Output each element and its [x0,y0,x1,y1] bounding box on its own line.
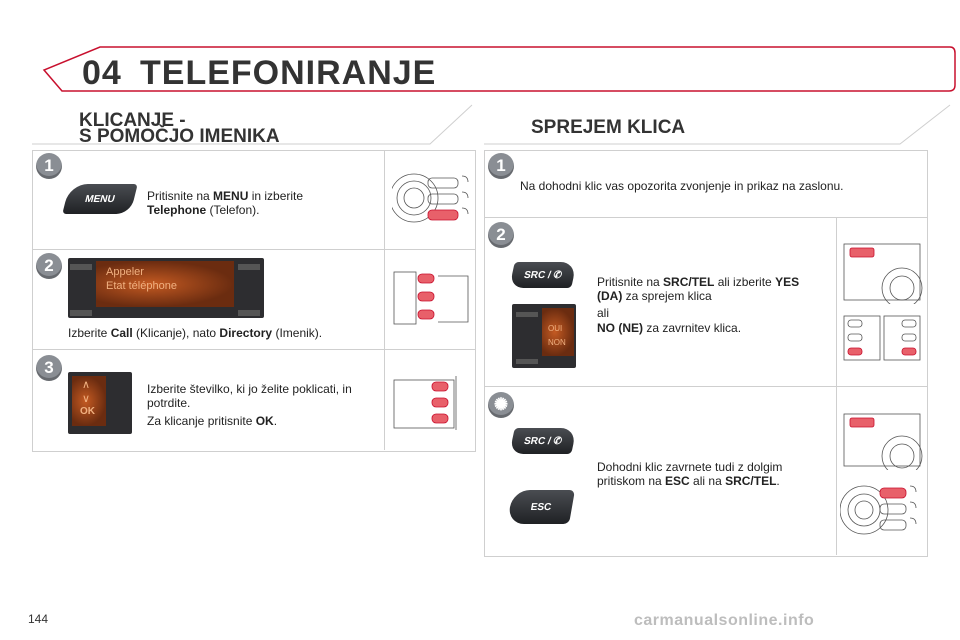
right-divider-1 [484,217,927,218]
screen-right-buttons [238,264,260,316]
right-heading-frame [484,104,951,145]
src-tel-button-2: SRC / ✆ [509,428,577,454]
radio-dial-illustration [392,173,469,223]
right-image-column [836,217,837,555]
left-divider-2 [32,349,475,350]
screen-line-2: Etat téléphone [106,280,177,292]
ok-label: OK [80,406,95,417]
screen-left-buttons [70,264,92,316]
left-step-1-badge: 1 [36,153,62,179]
esc-panel-illustration [840,485,917,535]
esc-button: ESC [507,490,575,524]
accept-panel-illustration [843,315,921,361]
ok-display-area [72,376,106,426]
right-divider-2 [484,386,927,387]
steering-control-illustration-2 [843,413,923,470]
src-tel-button: SRC / ✆ [509,262,577,288]
left-section-title-2: S POMOČJO IMENIKA [79,126,280,147]
right-section-title: SPREJEM KLICA [531,117,686,138]
left-step-2-badge: 2 [36,253,62,279]
menu-button: MENU [62,184,138,214]
ok-panel-illustration [393,376,457,430]
arrow-up-icon: ∧ [82,379,91,391]
call-display: OUI NON [512,304,576,368]
steering-control-illustration [843,243,923,304]
left-divider-1 [32,249,475,250]
page-number: 144 [28,612,49,626]
display-screen: Appeler Etat téléphone [68,258,264,318]
arrow-down-icon: ∨ [82,393,91,405]
left-step-3-badge: 3 [36,355,62,381]
right-step-2-text-2: NO (NE) za zavrnitev klica. [597,321,742,335]
watermark: carmanualsonline.info [634,612,815,629]
yes-label: OUI [548,324,563,333]
panel-buttons-illustration [393,271,469,325]
page-title: TELEFONIRANJE [140,54,437,92]
right-step-2-badge: 2 [488,222,514,248]
right-step-1-text: Na dohodni klic vas opozorita zvonjenje … [520,179,844,193]
left-image-column [384,150,385,450]
left-step-3-text-2: Za klicanje pritisnite OK. [147,414,278,428]
left-step-1-text: Pritisnite na MENU in izberite Telephone… [147,189,304,217]
screen-line-1: Appeler [106,266,144,278]
display-screen-area [96,261,234,307]
left-step-2-text: Izberite Call (Klicanje), nato Directory… [68,326,323,340]
chapter-number: 04 [82,54,122,92]
call-display-buttons [516,312,538,364]
header-frame [42,46,956,92]
right-step-2-or: ali [597,306,610,320]
right-tip-text: Dohodni klic zavrnete tudi z dolgim prit… [597,460,783,488]
right-step-2-text: Pritisnite na SRC/TEL ali izberite YES (… [597,275,800,303]
ok-display: ∧ ∨ OK [68,372,132,434]
sun-light-icon: ✺ [488,392,514,418]
left-section-title-1: KLICANJE - [79,110,186,131]
no-label: NON [548,338,566,347]
left-heading-frame [32,104,473,145]
left-step-3-text-1: Izberite številko, ki jo želite poklicat… [147,382,352,410]
call-display-area [542,308,574,356]
right-step-1-badge: 1 [488,153,514,179]
